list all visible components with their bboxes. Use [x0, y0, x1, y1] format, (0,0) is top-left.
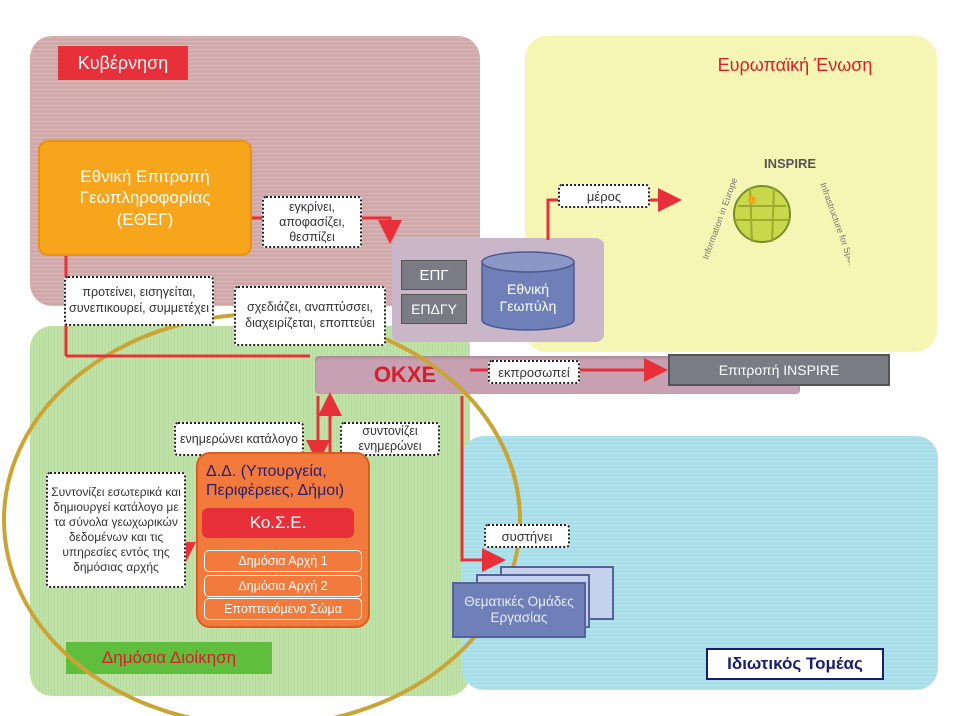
- epg-box: ΕΠΓ: [401, 260, 467, 290]
- ethnikh-epitroph-box: Εθνική Επιτροπή Γεωπληροφορίας (ΕΘΕΓ): [38, 140, 252, 256]
- sxediazei-note: σχεδιάζει, αναπτύσσει, διαχειρίζεται, επ…: [234, 286, 386, 346]
- government-label: Κυβέρνηση: [58, 46, 188, 80]
- syntonizei-eswterika-note: Συντονίζει εσωτερικά και δημιουργεί κατά…: [46, 472, 186, 588]
- private-label: Ιδιωτικός Τομέας: [706, 648, 884, 680]
- proteinei-note: προτείνει, εισηγείται, συνεπικουρεί, συμ…: [64, 276, 214, 326]
- svg-text:INSPIRE: INSPIRE: [764, 156, 816, 171]
- egkrinei-note: εγκρίνει, αποφασίζει, θεσπίζει: [262, 196, 362, 248]
- okxe-label: ΟΚΧΕ: [373, 362, 437, 387]
- koseo-box: Κο.Σ.Ε.: [202, 508, 354, 538]
- ethnikh-geopyli-cylinder: [481, 251, 575, 331]
- ekprosopei-note: εκπροσωπεί: [488, 360, 580, 384]
- private-region: [462, 436, 938, 690]
- systhnei-note: συστήνει: [484, 524, 570, 548]
- epitroph-inspire-box: Επιτροπή INSPIRE: [668, 354, 890, 386]
- inspire-logo: INSPIRE Information in Europe Infrastruc…: [700, 156, 850, 270]
- ethnikh-geopyli-label: Εθνική Γεωπύλη: [499, 281, 557, 314]
- epopteyomeno-box: Εποπτευόμενο Σώμα: [204, 598, 362, 620]
- svg-text:Infrastructure for Spatial: Infrastructure for Spatial: [818, 181, 850, 270]
- eu-label: Ευρωπαϊκή Ένωση: [700, 48, 890, 82]
- dhmosia-arxh-2-box: Δημόσια Αρχή 2: [204, 575, 362, 597]
- epdgy-box: ΕΠΔΓΥ: [401, 294, 467, 324]
- syntonizei-enhmeronei-note: συντονίζει ενημερώνει: [340, 422, 440, 456]
- dhmosia-arxh-1-box: Δημόσια Αρχή 1: [204, 550, 362, 572]
- dd-title: Δ.Δ. (Υπουργεία, Περιφέρειες, Δήμοι): [206, 463, 345, 500]
- thematikes-box: Θεματικές Ομάδες Εργασίας: [452, 582, 586, 638]
- enhmeronei-katalogo-note: ενημερώνει κατάλογο: [174, 422, 304, 456]
- meros-note: μέρος: [558, 184, 650, 208]
- public-label: Δημόσια Διοίκηση: [66, 642, 272, 674]
